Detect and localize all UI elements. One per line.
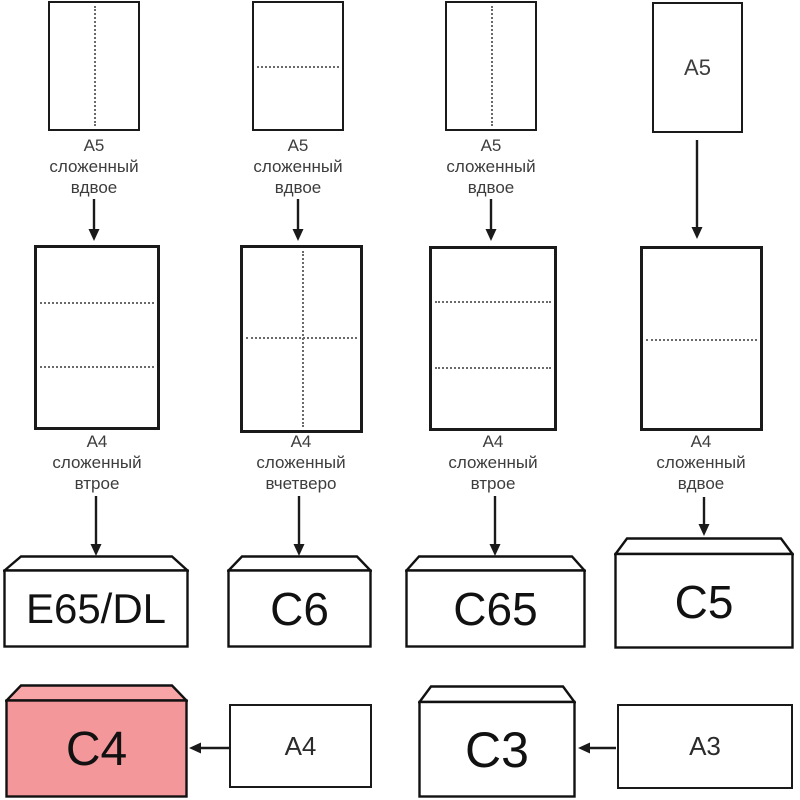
fold-line-horizontal [40,301,154,304]
arrow-down-icon [88,199,100,241]
envelope-label: E65/DL [25,585,167,632]
caption-line: A4 [290,432,312,451]
arrow-down-icon [489,496,501,556]
caption-line: A5 [287,136,309,155]
envelope-c5: C5 [614,537,794,649]
envelope-label: C65 [453,583,538,635]
caption-line: A4 [86,432,108,451]
fold-line-vertical [491,6,493,126]
envelope-c3: C3 [418,685,576,798]
envelope-shape [614,537,794,649]
size-box-a4: A4 [229,704,372,788]
caption-line: вдвое [274,178,322,197]
caption-line: сложенный [49,157,139,176]
size-box-label: A3 [689,731,721,761]
caption-line: сложенный [256,453,346,472]
envelope-e65dl: E65/DL [3,555,189,648]
fold-line-horizontal [646,338,757,341]
caption-line: сложенный [52,453,142,472]
a5-sheet-col2 [252,1,344,131]
caption-line: вдвое [70,178,118,197]
arrow-down-icon [698,497,710,536]
caption-line: вдвое [677,474,725,493]
a4-caption-col4: A4 сложенный вдвое [621,431,781,494]
caption-line: втрое [74,474,120,493]
arrow-down-icon [485,199,497,241]
caption-line: A4 [690,432,712,451]
a4-caption-col1: A4 сложенный втрое [17,431,177,494]
a5-sheet-col1 [48,1,140,131]
envelope-c6: C6 [227,555,372,648]
caption-line: вдвое [467,178,515,197]
a5-sheet-col4: A5 [652,2,743,133]
envelope-shape [405,555,586,648]
arrow-down-icon [691,140,703,239]
envelope-shape [3,555,189,648]
a4-sheet-col1 [34,245,160,430]
arrow-left-icon [578,742,616,754]
caption-line: вчетверо [265,474,337,493]
caption-line: сложенный [656,453,746,472]
a5-caption-col1: A5 сложенный вдвое [14,135,174,198]
arrow-down-icon [292,199,304,241]
a5-inner-label: A5 [684,54,711,80]
a4-caption-col3: A4 сложенный втрое [413,431,573,494]
fold-line-horizontal [435,367,551,370]
caption-line: втрое [470,474,516,493]
caption-line: сложенный [448,453,538,472]
envelope-label: C3 [465,722,529,778]
a4-sheet-col4 [640,246,763,431]
a4-sheet-col3 [429,246,557,431]
fold-line-vertical [301,251,304,427]
arrow-left-icon [189,742,229,754]
envelope-shape [418,685,576,798]
caption-line: A4 [482,432,504,451]
envelope-shape [227,555,372,648]
a5-caption-col2: A5 сложенный вдвое [218,135,378,198]
fold-line-horizontal [40,366,154,369]
caption-line: A5 [480,136,502,155]
a5-sheet-col3 [445,1,537,131]
a4-sheet-col2 [240,245,363,433]
envelope-label: C4 [65,722,128,776]
caption-line: сложенный [446,157,536,176]
envelope-label: C6 [270,583,329,635]
fold-line-horizontal [435,300,551,303]
fold-line-vertical [94,6,96,126]
caption-line: A5 [83,136,105,155]
arrow-down-icon [293,496,305,556]
envelope-label: C5 [674,575,734,628]
fold-line-horizontal [257,66,339,68]
envelope-c65: C65 [405,555,586,648]
caption-line: сложенный [253,157,343,176]
size-box-label: A4 [284,730,317,761]
arrow-down-icon [90,496,102,556]
envelope-c4: C4 [5,684,188,798]
a5-caption-col3: A5 сложенный вдвое [411,135,571,198]
a4-caption-col2: A4 сложенный вчетверо [221,431,381,494]
envelope-shape [5,684,188,798]
size-box-a3: A3 [617,704,793,789]
